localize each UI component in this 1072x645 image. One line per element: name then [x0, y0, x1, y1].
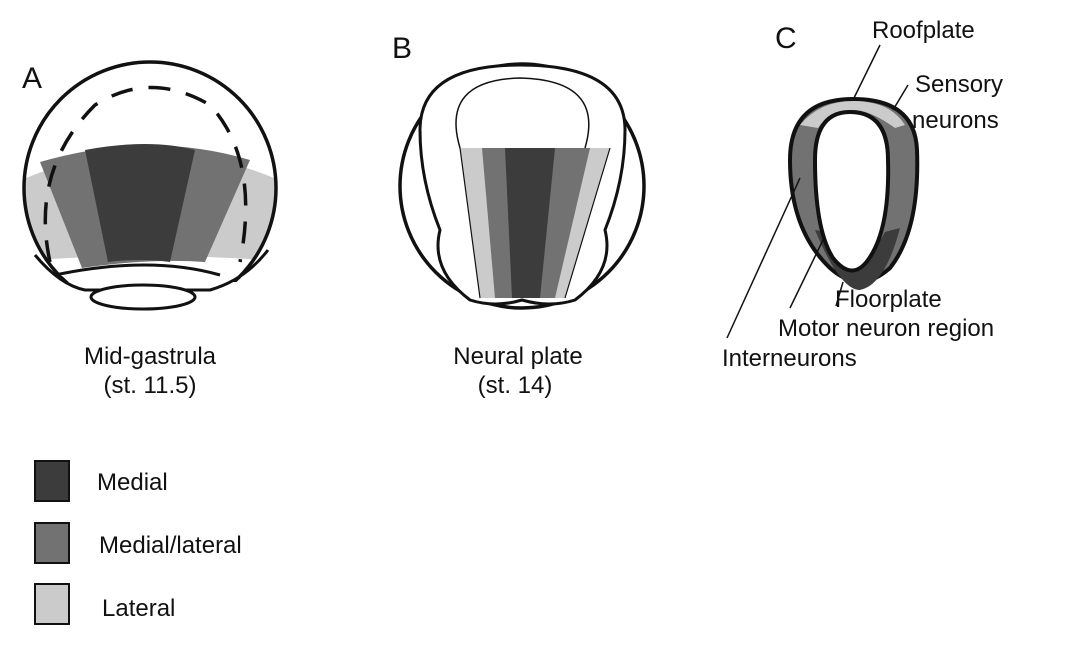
medial-region — [505, 148, 555, 298]
neural-plate-inner — [455, 77, 590, 149]
panel-c-letter: C — [775, 22, 797, 55]
caption-b-line2: (st. 14) — [478, 372, 553, 399]
caption-a-line1: Mid-gastrula — [84, 343, 217, 370]
legend-label-lateral: Lateral — [102, 595, 175, 622]
legend-swatch-medial — [34, 460, 70, 502]
panel-c: C Roofplate Sensory neurons Floorplate M… — [722, 17, 1003, 372]
legend: Medial Medial/lateral Lateral — [34, 460, 242, 625]
label-interneurons: Interneurons — [722, 345, 857, 372]
legend-label-medial: Medial — [97, 469, 168, 496]
label-roofplate: Roofplate — [872, 17, 975, 44]
panel-b-letter: B — [392, 32, 412, 65]
label-floorplate: Floorplate — [835, 286, 942, 313]
legend-label-medial-lateral: Medial/lateral — [99, 532, 242, 559]
medial-region — [85, 144, 195, 262]
label-motor-neuron-region: Motor neuron region — [778, 315, 994, 342]
blastopore — [89, 283, 197, 311]
dashed-boundary — [43, 85, 248, 263]
roofplate-region — [800, 101, 905, 128]
label-sensory-line1: Sensory — [915, 71, 1003, 98]
legend-swatch-medial-lateral — [34, 522, 70, 564]
neural-tube-lumen — [812, 109, 891, 273]
panel-a: A Mid-gastrula (st. 11.5) — [20, 60, 280, 399]
label-sensory-line2: neurons — [912, 107, 999, 134]
caption-a-line2: (st. 11.5) — [104, 372, 197, 399]
legend-swatch-lateral — [34, 583, 70, 625]
caption-b-line1: Neural plate — [453, 343, 582, 370]
panel-a-letter: A — [22, 62, 42, 95]
panel-b: B Neural plate (st. 14) — [392, 32, 646, 399]
